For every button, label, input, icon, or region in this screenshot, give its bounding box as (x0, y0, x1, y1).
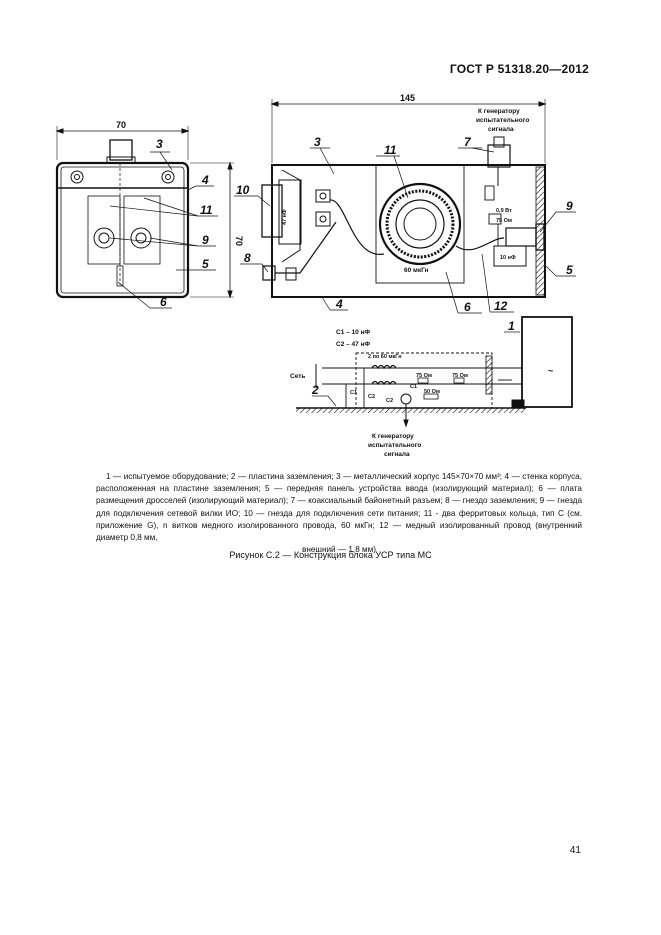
callout-11-front: 11 (200, 203, 213, 217)
chokes-label: 2 по 60 мкГн (368, 354, 402, 360)
gen-top-line-1: К генератору (478, 108, 520, 115)
coil-label: 60 мкГн (404, 267, 429, 274)
callout-11-top: 11 (384, 143, 397, 157)
sch-75a: 75 Ом (416, 373, 432, 379)
c1-label: С1 – 10 нФ (336, 329, 370, 336)
res-75-label: 75 Ом (496, 218, 512, 224)
legend-text: 1 — испытуемое оборудование; 2 — пластин… (96, 472, 582, 543)
callout-8-top: 8 (244, 251, 251, 265)
callout-3-top: 3 (314, 135, 321, 149)
sch-c2: C2 (368, 394, 375, 400)
callout-2-schematic: 2 (311, 383, 319, 397)
tilde-symbol: ~ (548, 366, 553, 376)
callout-5-top: 5 (566, 263, 573, 277)
callout-10-top: 10 (236, 183, 250, 197)
callout-4-top: 4 (335, 297, 343, 311)
dim-length-top: 145 (400, 93, 415, 103)
top-view (234, 99, 576, 314)
sch-c1: C1 (350, 390, 357, 396)
callout-9-front: 9 (202, 233, 209, 247)
sch-c1b: C1 (410, 384, 417, 390)
sch-c2b: C2 (386, 398, 393, 404)
cap-47-label: 47 нФ (282, 209, 288, 225)
cap-10-label: 10 нФ (500, 255, 516, 261)
gen-bottom-line-1: К генератору (372, 433, 414, 440)
c2-label: С2 – 47 нФ (336, 341, 370, 348)
gen-bottom-line-3: сигнала (384, 451, 410, 458)
dim-width-front: 70 (116, 120, 126, 130)
schematic (296, 316, 573, 428)
mains-label: Сеть (290, 373, 305, 380)
figure-caption: Рисунок С.2 — Конструкция блока УСР типа… (229, 550, 432, 560)
callout-7-top: 7 (464, 135, 472, 149)
callout-3-front: 3 (156, 137, 163, 151)
callout-6-top: 6 (464, 300, 471, 314)
gen-top-line-2: испытательного (476, 117, 529, 124)
callout-9-top: 9 (566, 199, 573, 213)
document-header: ГОСТ Р 51318.20—2012 (449, 62, 589, 76)
callout-6-front: 6 (160, 295, 167, 309)
legend-text-end: внешний — 1,8 мм) (301, 545, 377, 555)
figure-text: 70 70 145 3 4 11 9 5 6 3 11 7 10 8 4 6 1… (116, 93, 573, 458)
callout-4-front: 4 (201, 173, 209, 187)
sch-50: 50 Ом (424, 389, 440, 395)
figure-c2-drawing: 70 70 145 3 4 11 9 5 6 3 11 7 10 8 4 6 1… (55, 93, 576, 458)
callout-12-top: 12 (494, 299, 508, 313)
page-number: 41 (569, 845, 581, 856)
res-095-label: 0,9 Вт (496, 208, 512, 214)
callout-5-front: 5 (202, 257, 209, 271)
sch-75b: 75 Ом (452, 373, 468, 379)
gen-top-line-3: сигнала (488, 126, 514, 133)
figure-legend: 1 — испытуемое оборудование; 2 — пластин… (96, 471, 582, 556)
callout-1-schematic: 1 (508, 319, 515, 333)
front-view (55, 126, 234, 309)
gen-bottom-line-2: испытательного (368, 442, 421, 449)
dim-height-front: 70 (234, 236, 244, 246)
